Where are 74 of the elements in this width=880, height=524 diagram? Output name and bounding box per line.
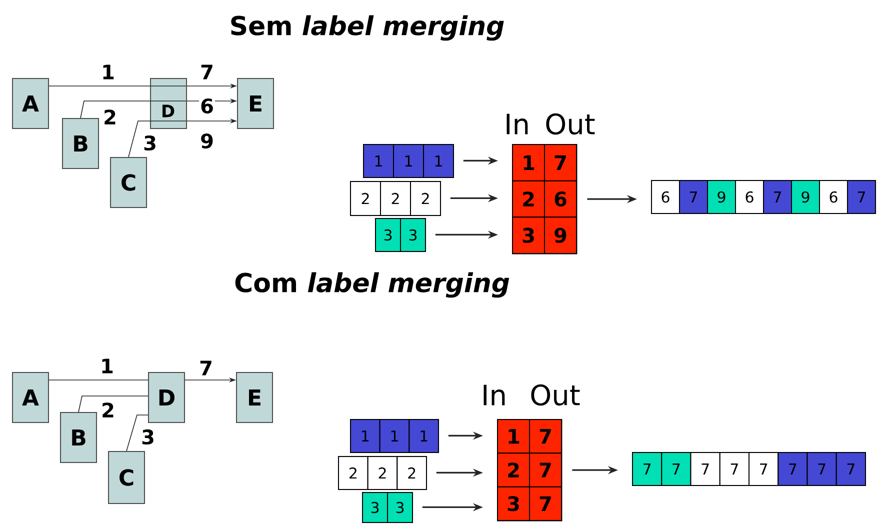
router-box: C xyxy=(108,451,145,504)
link-label: 1 xyxy=(100,64,116,80)
link-line xyxy=(78,396,148,412)
node-label: 7 xyxy=(702,464,709,474)
table-row: 1 7 xyxy=(512,144,577,182)
node-label: Out xyxy=(546,113,595,135)
node-label: In xyxy=(484,384,505,406)
node-label: 1 xyxy=(524,155,534,170)
node-label: 7 xyxy=(789,464,796,474)
node-label: 7 xyxy=(540,496,551,511)
link-line xyxy=(128,120,150,158)
link-label: 1 xyxy=(99,358,115,374)
heading: Com label merging xyxy=(233,271,511,299)
router-box: C xyxy=(110,157,147,208)
router-box: B xyxy=(60,412,97,463)
table-row: 1 7 xyxy=(497,419,562,454)
link-label: 3 xyxy=(140,428,156,446)
node-label: 7 xyxy=(672,464,680,474)
table-row: 3 7 xyxy=(497,486,562,521)
router-box: E xyxy=(237,78,274,129)
link-label: 9 xyxy=(199,132,215,150)
node-label: 3 xyxy=(409,229,417,241)
node-label: 7 xyxy=(760,464,768,474)
node-label: 7 xyxy=(818,464,826,474)
packet-stream: 7 7 7 7 7 7 7 7 xyxy=(632,452,866,486)
packet-stream: 6 7 9 6 7 9 6 7 xyxy=(651,180,876,214)
router-box: B xyxy=(62,118,99,169)
node-label: 2 xyxy=(408,467,416,479)
node-label: 2 xyxy=(523,192,534,206)
link-line xyxy=(80,100,150,118)
node-label: 2 xyxy=(422,192,429,204)
link-line xyxy=(126,414,148,452)
node-label: 2 xyxy=(362,192,369,204)
packet-queue: 1 1 1 xyxy=(363,144,454,178)
router-box: D xyxy=(148,372,185,423)
table-row: 2 6 xyxy=(512,180,577,218)
link-label: 3 xyxy=(142,134,158,152)
router-box: D xyxy=(150,78,187,129)
node-label: 1 xyxy=(375,156,382,166)
node-label: 6 xyxy=(746,191,754,203)
node-label: 1 xyxy=(405,156,412,166)
node-label: 7 xyxy=(847,464,854,474)
node-label: 1 xyxy=(420,430,428,442)
link-label: 7 xyxy=(198,360,214,376)
packet-queue: 1 1 1 xyxy=(350,419,439,453)
node-label: 9 xyxy=(802,191,810,203)
node-label: 7 xyxy=(540,462,551,478)
node-label: In xyxy=(506,114,528,134)
link-label: 2 xyxy=(102,108,118,126)
router-box: E xyxy=(236,372,273,423)
packet-queue: 2 2 2 xyxy=(350,181,441,216)
node-label: Out xyxy=(531,384,580,406)
node-label: 7 xyxy=(774,192,781,202)
node-label: 9 xyxy=(718,191,726,203)
heading: Sem label merging xyxy=(231,15,504,41)
link-label: 2 xyxy=(100,402,116,418)
router-box: A xyxy=(12,372,50,423)
table-row: 3 9 xyxy=(512,216,577,254)
node-label: 7 xyxy=(730,464,738,474)
link-label: 7 xyxy=(199,64,215,80)
packet-queue: 3 3 xyxy=(375,218,426,252)
node-label: 7 xyxy=(858,192,865,202)
link-label: 6 xyxy=(199,97,215,115)
node-label: 1 xyxy=(362,430,369,442)
node-label: 3 xyxy=(522,228,534,243)
node-label: 6 xyxy=(830,191,838,203)
node-label: 6 xyxy=(662,191,670,203)
node-label: 7 xyxy=(540,429,551,444)
node-label: 3 xyxy=(396,502,404,514)
packet-queue: 2 2 2 xyxy=(338,456,427,490)
router-box: A xyxy=(12,78,50,129)
packet-queue: 3 3 xyxy=(362,492,413,523)
table-row: 2 7 xyxy=(497,452,562,488)
node-label: 2 xyxy=(378,467,386,479)
